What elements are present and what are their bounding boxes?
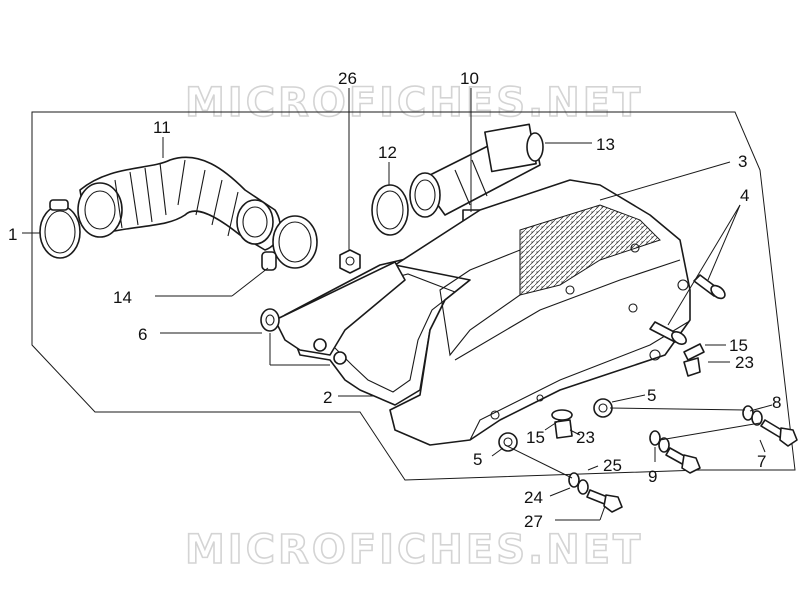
callout-3: 3 <box>738 152 747 171</box>
callout-23-right: 23 <box>735 353 754 372</box>
bolt-middle <box>649 430 701 474</box>
bolt-right <box>742 405 798 447</box>
callout-4: 4 <box>740 186 749 205</box>
drain-cap-center <box>554 419 573 439</box>
callout-23-center: 23 <box>576 428 595 447</box>
watermark-bottom: MICROFICHES.NET <box>185 527 643 573</box>
callout-9: 9 <box>648 467 657 486</box>
callout-7: 7 <box>757 452 766 471</box>
grommet <box>260 308 280 332</box>
callout-11: 11 <box>153 118 171 137</box>
callout-26: 26 <box>338 69 357 88</box>
hose-clamp-left <box>39 199 81 259</box>
callout-5-lower: 5 <box>473 450 482 469</box>
band-clamp <box>371 184 409 236</box>
callout-25: 25 <box>603 456 622 475</box>
drain-clip-center <box>551 409 573 421</box>
intake-duct <box>409 123 544 218</box>
drain-cap-right <box>683 357 701 377</box>
intake-hose <box>77 156 281 251</box>
callout-15-center: 15 <box>526 428 545 447</box>
nut <box>339 249 361 274</box>
mounting-bracket <box>274 261 406 356</box>
callout-13: 13 <box>596 135 615 154</box>
callout-14: 14 <box>113 288 132 307</box>
callout-1: 1 <box>8 225 17 244</box>
callout-24: 24 <box>524 488 543 507</box>
screw-lower <box>649 321 687 345</box>
spacer-lower <box>498 432 518 452</box>
callout-8: 8 <box>772 393 781 412</box>
callout-15-right: 15 <box>729 336 748 355</box>
bolt-lower <box>568 472 623 513</box>
callout-5-upper: 5 <box>647 386 656 405</box>
assembly-boundary <box>31 111 796 481</box>
leader-lines <box>22 88 773 521</box>
callout-numbers: 1 2 3 4 5 5 6 7 8 9 10 11 12 13 14 15 15… <box>8 69 781 531</box>
callout-10: 10 <box>460 69 479 88</box>
callout-12: 12 <box>378 143 397 162</box>
callout-6: 6 <box>138 325 147 344</box>
callout-27: 27 <box>524 512 543 531</box>
screw-upper <box>693 274 726 300</box>
spacer-upper <box>593 398 613 418</box>
callout-2: 2 <box>323 388 332 407</box>
filter-foam <box>519 204 661 296</box>
watermark-top: MICROFICHES.NET <box>185 80 643 126</box>
drain-clip-right <box>683 343 705 361</box>
hose-clamp-right <box>261 215 318 271</box>
